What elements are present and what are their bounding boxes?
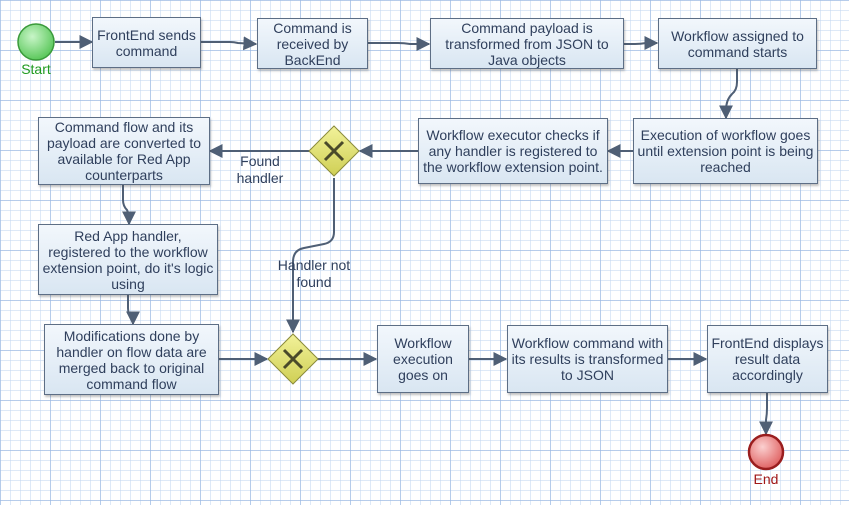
label-handler-not-found: Handler not found [277, 257, 351, 290]
end-label: End [753, 471, 779, 487]
task-execution-until-extension[interactable]: Execution of workflow goes until extensi… [633, 118, 818, 184]
start-label: Start [21, 61, 51, 77]
task-frontend-sends[interactable]: FrontEnd sends command [92, 17, 201, 68]
edge-workflow-to-execution [719, 68, 738, 120]
edge-handler-to-modifications [125, 294, 140, 326]
edge-converted-to-handler [122, 185, 136, 226]
task-modifications-merged[interactable]: Modifications done by handler on flow da… [44, 324, 219, 395]
end-event[interactable] [747, 433, 785, 471]
gateway-x-icon [282, 348, 304, 370]
task-transformed-to-json[interactable]: Workflow command with its results is tra… [507, 325, 668, 393]
edge-payload-to-workflow [624, 36, 659, 50]
task-frontend-displays[interactable]: FrontEnd displays result data accordingl… [707, 325, 828, 393]
edge-frontend-to-backend [200, 36, 258, 51]
label-found-handler: Found handler [236, 153, 284, 186]
edge-display-to-end [759, 393, 773, 436]
start-event[interactable] [17, 23, 55, 61]
task-command-received[interactable]: Command is received by BackEnd [257, 18, 368, 69]
gateway-merge[interactable] [267, 333, 319, 385]
edge-gateway-not-found [286, 178, 335, 334]
gateway-x-icon [323, 140, 345, 162]
task-execution-goes-on[interactable]: Workflow execution goes on [377, 325, 469, 393]
edge-backend-to-payload [368, 37, 431, 51]
task-executor-checks[interactable]: Workflow executor checks if any handler … [418, 118, 608, 184]
task-payload-transformed[interactable]: Command payload is transformed from JSON… [430, 18, 624, 69]
task-red-app-handler[interactable]: Red App handler, registered to the workf… [38, 224, 218, 295]
gateway-handler-check[interactable] [308, 125, 360, 177]
task-workflow-starts[interactable]: Workflow assigned to command starts [658, 18, 817, 69]
task-flow-converted[interactable]: Command flow and its payload are convert… [38, 117, 210, 185]
